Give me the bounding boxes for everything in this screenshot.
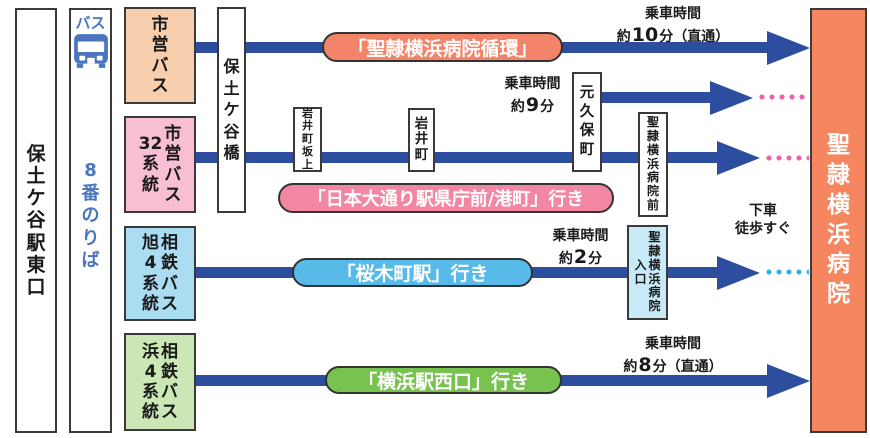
stop-seirei-hospital-mae-label: 聖隷横浜病院前 <box>646 114 659 213</box>
walk-note-line1: 下車 <box>749 203 777 219</box>
stop-iwaicho-label: 岩井町 <box>414 115 429 163</box>
route4-destination-label: 「横浜駅西口」行き <box>357 370 529 393</box>
route4-time-value: 8 <box>638 353 652 376</box>
route4-time-label: 乗車時間 約8分（直通） <box>598 336 748 377</box>
route2-operator-line1: 市営バス <box>164 124 182 205</box>
station-name: 保土ケ谷駅東口 <box>26 143 46 298</box>
hospital-name: 聖隷横浜病院 <box>827 131 850 308</box>
route4-time-line: 約8分（直通） <box>623 353 723 376</box>
route2-line <box>196 152 719 163</box>
stop-motokubocho-label: 元久保町 <box>579 85 595 158</box>
bus-caption: バス <box>75 14 106 32</box>
stop-seirei-hospital-mae: 聖隷横浜病院前 <box>638 112 668 217</box>
route2-upper-line <box>600 92 712 103</box>
route3-walk-dots <box>764 269 809 275</box>
route2-upper-arrowhead-icon <box>710 81 753 115</box>
route4-operator-line1: 相鉄バス <box>161 341 178 423</box>
route2-time-value: 9 <box>525 93 540 116</box>
route3-destination-label: 「桜木町駅」行き <box>336 263 489 285</box>
route4-arrowhead-icon <box>767 364 810 398</box>
route2-arrowhead-icon <box>717 141 760 175</box>
route3-destination-pill: 「桜木町駅」行き <box>292 258 533 287</box>
route3-time-value: 2 <box>573 245 588 268</box>
route4-time-title: 乗車時間 <box>645 336 701 352</box>
stop-seirei-hospital-iriguchi-line2: 入口 <box>634 257 647 286</box>
route3-time-label: 乗車時間 約2分 <box>518 228 643 269</box>
stop-hodogayabashi: 保土ケ谷橋 <box>217 7 246 213</box>
stop-iwaicho-sakaue: 岩井町坂上 <box>293 107 322 172</box>
route1-time-title: 乗車時間 <box>645 6 701 22</box>
route2-destination-label: 「日本大通り駅県庁前/港町」行き <box>307 189 585 210</box>
walk-note-line2: 徒歩すぐ <box>735 220 791 237</box>
route2-time-title: 乗車時間 <box>504 76 561 92</box>
station-box: 保土ケ谷駅東口 <box>15 8 57 433</box>
route2-upper-walk-dots <box>757 94 809 100</box>
stop-motokubocho: 元久保町 <box>572 72 602 172</box>
route1-time-line: 約10分（直通） <box>616 23 730 46</box>
route3-time-title: 乗車時間 <box>552 228 609 244</box>
route2-time-label: 乗車時間 約9分 <box>470 76 595 117</box>
route1-time-label: 乗車時間 約10分（直通） <box>598 6 748 47</box>
stop-hodogayabashi-label: 保土ケ谷橋 <box>223 57 240 163</box>
route1-operator-box: 市営バス <box>124 7 196 104</box>
hospital-box: 聖隷横浜病院 <box>810 8 867 433</box>
stop-seirei-hospital-iriguchi-line1: 聖隷横浜病院 <box>648 229 661 314</box>
stop-iwaicho: 岩井町 <box>408 108 435 172</box>
bus-icon <box>73 34 108 68</box>
route1-destination-label: 「聖隷横浜病院循環」 <box>347 37 538 60</box>
route1-destination-pill: 「聖隷横浜病院循環」 <box>322 32 563 62</box>
route1-time-value: 10 <box>631 23 659 46</box>
stop-seirei-hospital-iriguchi: 聖隷横浜病院 入口 <box>627 225 668 320</box>
walk-note: 下車 徒歩すぐ <box>722 203 804 238</box>
route1-operator-line1: 市営バス <box>151 15 169 96</box>
route2-time-line: 約9分 <box>510 93 555 116</box>
route3-operator-line1: 相鉄バス <box>161 233 178 314</box>
route3-arrowhead-icon <box>717 256 760 290</box>
route2-destination-pill: 「日本大通り駅県庁前/港町」行き <box>278 183 614 213</box>
route2-walk-dots <box>764 155 809 161</box>
stop-iwaicho-sakaue-label: 岩井町坂上 <box>302 106 313 171</box>
route4-destination-pill: 「横浜駅西口」行き <box>325 366 562 394</box>
route1-arrowhead-icon <box>767 31 810 65</box>
route3-time-line: 約2分 <box>558 245 603 268</box>
